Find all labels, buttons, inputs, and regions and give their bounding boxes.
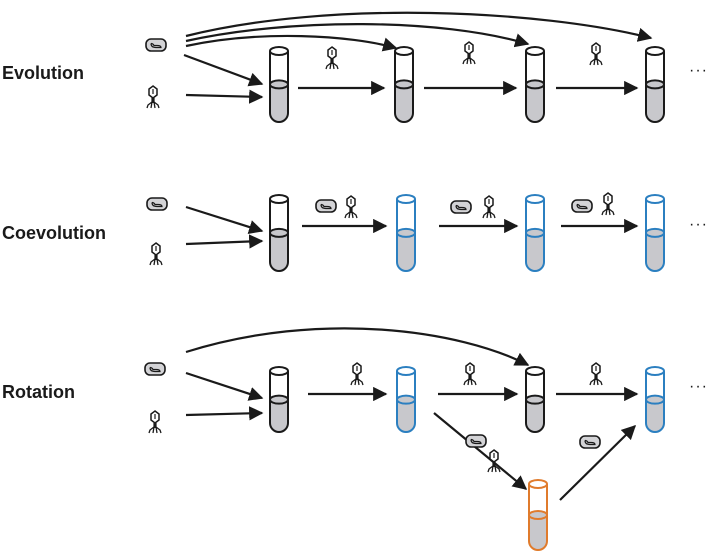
host-icon-coevolution-2-3 — [450, 200, 472, 214]
tube-rotation-alternate-host — [528, 479, 548, 551]
phage-icon-rotation-2-3 — [463, 362, 477, 386]
phage-icon-evolution — [146, 85, 160, 109]
host-icon-rotation — [144, 362, 166, 376]
phage-icon-coevolution-3-4 — [601, 192, 615, 216]
phage-icon-rotation-3-4 — [589, 362, 603, 386]
tube-rotation-4 — [645, 366, 665, 433]
arrow-evolution-host-to-tube2 — [185, 34, 398, 52]
phage-icon-coevolution-1-2 — [344, 195, 358, 219]
continuation-rotation: ··· — [689, 378, 708, 395]
phage-icon-coevolution — [149, 242, 163, 266]
host-icon-coevolution-3-4 — [571, 199, 593, 213]
tube-evolution-3 — [525, 46, 545, 123]
continuation-coevolution: ··· — [689, 216, 708, 233]
arrow-rotation-host-to-tube1 — [185, 371, 264, 401]
phage-icon-rotation-1-2 — [350, 362, 364, 386]
row-label-evolution: Evolution — [2, 63, 84, 83]
tube-coevolution-2 — [396, 194, 416, 272]
phage-icon-evolution-3-4 — [589, 42, 603, 66]
tube-rotation-3 — [525, 366, 545, 433]
tube-coevolution-4 — [645, 194, 665, 272]
phage-icon-coevolution-2-3 — [482, 195, 496, 219]
tube-evolution-4 — [645, 46, 665, 123]
phage-icon-rotation — [148, 410, 162, 434]
tube-rotation-2 — [396, 366, 416, 433]
arrow-coevolution-phage-to-tube1 — [185, 234, 264, 249]
host-icon-evolution — [145, 38, 167, 52]
arrow-rotation-host-to-tube3 — [185, 327, 530, 366]
arrow-evolution-host-to-tube1 — [183, 53, 264, 87]
tube-evolution-1 — [269, 46, 289, 123]
arrow-evolution-host-to-tube4 — [185, 11, 653, 42]
tube-coevolution-3 — [525, 194, 545, 272]
tube-rotation-1 — [269, 366, 289, 433]
row-label-coevolution: Coevolution — [2, 223, 106, 243]
arrow-evolution-phage-to-tube1 — [185, 89, 264, 104]
host-icon-rotation-2-alternate — [465, 434, 487, 448]
arrow-rotation-2-to-alternate — [433, 412, 528, 490]
continuation-evolution: ··· — [689, 62, 708, 79]
host-icon-coevolution-1-2 — [315, 199, 337, 213]
phage-icon-evolution-1-2 — [325, 46, 339, 70]
arrow-evolution-host-to-tube3 — [185, 23, 530, 48]
row-label-rotation: Rotation — [2, 382, 75, 402]
arrow-coevolution-host-to-tube1 — [185, 205, 264, 234]
phage-icon-evolution-2-3 — [462, 41, 476, 65]
arrow-rotation-phage-to-tube1 — [185, 406, 264, 421]
host-icon-rotation-alternate-4 — [579, 435, 601, 449]
arrow-rotation-alternate-to-4 — [559, 424, 637, 501]
tube-evolution-2 — [394, 46, 414, 123]
tube-coevolution-1 — [269, 194, 289, 272]
phage-icon-rotation-2-alternate — [487, 449, 501, 473]
host-icon-coevolution — [146, 197, 168, 211]
